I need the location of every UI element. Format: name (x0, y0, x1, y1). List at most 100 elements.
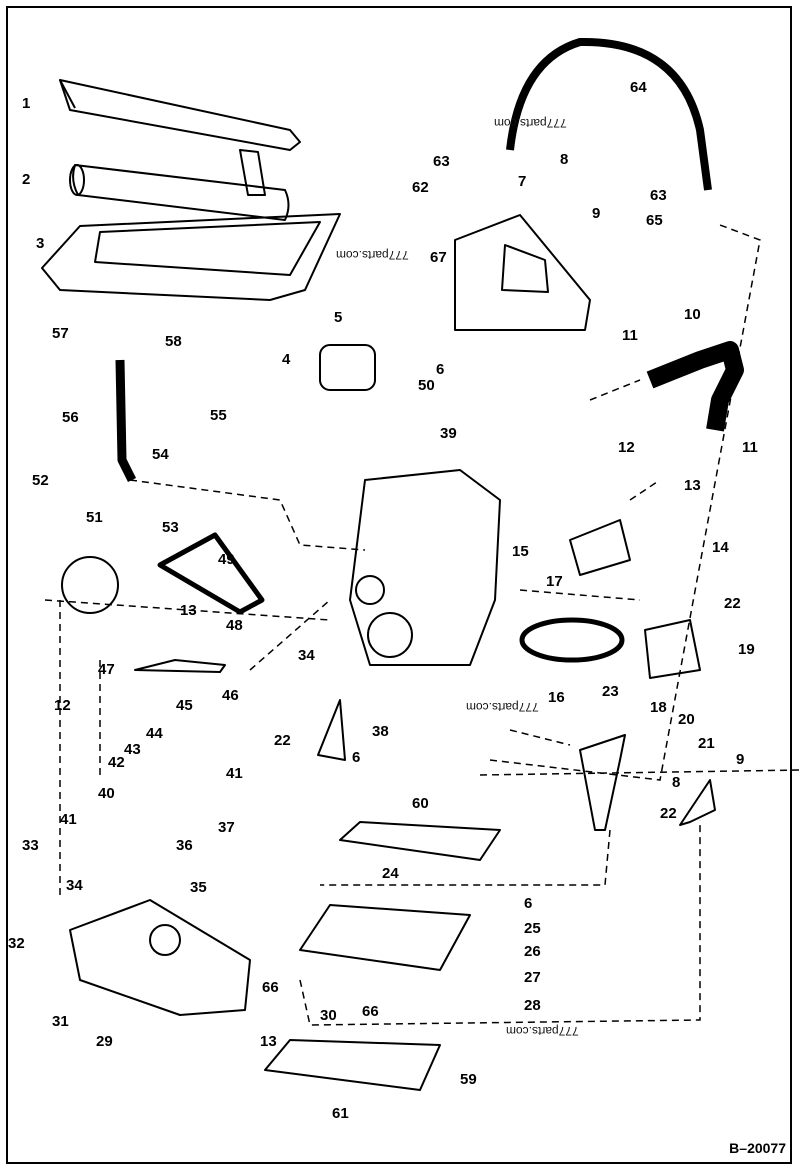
callout-42: 42 (108, 754, 125, 771)
callout-11b: 11 (742, 439, 758, 456)
callout-8b: 8 (672, 774, 681, 791)
part-engine (349, 469, 501, 666)
part-bracket-21 (679, 779, 716, 826)
callout-41a: 41 (226, 765, 243, 782)
callout-14: 14 (712, 539, 729, 556)
callout-23: 23 (602, 683, 619, 700)
callout-27: 27 (524, 969, 541, 986)
callout-57: 57 (52, 325, 69, 342)
callout-63a: 63 (433, 153, 450, 170)
callout-59: 59 (460, 1071, 477, 1088)
part-4 (319, 344, 376, 391)
callout-37: 37 (218, 819, 235, 836)
part-plate-59 (264, 1039, 441, 1091)
watermark: 777parts.com (506, 1024, 579, 1038)
callout-8a: 8 (560, 151, 569, 168)
callout-36: 36 (176, 837, 193, 854)
callout-12a: 12 (618, 439, 635, 456)
part-muffler-tray (41, 213, 341, 301)
callout-66a: 66 (262, 979, 279, 996)
callout-48: 48 (226, 617, 243, 634)
part-bracket-38 (317, 699, 346, 761)
callout-11a: 11 (622, 327, 638, 344)
part-link-47 (134, 659, 226, 673)
callout-21: 21 (698, 735, 715, 752)
callout-20: 20 (678, 711, 695, 728)
callout-49: 49 (218, 551, 235, 568)
callout-61: 61 (332, 1105, 349, 1122)
callout-40: 40 (98, 785, 115, 802)
callout-62: 62 (412, 179, 429, 196)
callout-60: 60 (412, 795, 429, 812)
callout-16: 16 (548, 689, 565, 706)
callout-13a: 13 (684, 477, 701, 494)
callout-13c: 13 (260, 1033, 277, 1050)
callout-6c: 6 (524, 895, 533, 912)
callout-5: 5 (334, 309, 343, 326)
callout-12b: 12 (54, 697, 71, 714)
watermark: 777parts.com (466, 700, 539, 714)
part-bracket-23 (579, 734, 626, 831)
callout-65: 65 (646, 212, 663, 229)
callout-1: 1 (22, 95, 31, 112)
part-alternator (61, 556, 119, 614)
callout-35: 35 (190, 879, 207, 896)
callout-22b: 22 (660, 805, 677, 822)
callout-3: 3 (36, 235, 45, 252)
callout-15: 15 (512, 543, 529, 560)
callout-32: 32 (8, 935, 25, 952)
callout-34a: 34 (298, 647, 315, 664)
callout-25: 25 (524, 920, 541, 937)
part-15 (569, 519, 631, 576)
callout-54: 54 (152, 446, 169, 463)
callout-31: 31 (52, 1013, 69, 1030)
callout-7: 7 (518, 173, 527, 190)
part-exhaust-pipe (115, 359, 137, 483)
callout-52: 52 (32, 472, 49, 489)
part-hose-10 (646, 341, 744, 432)
callout-55: 55 (210, 407, 227, 424)
callout-6a: 6 (436, 361, 445, 378)
callout-38: 38 (372, 723, 389, 740)
callout-19: 19 (738, 641, 755, 658)
callout-18: 18 (650, 699, 667, 716)
part-belt-17 (519, 617, 625, 663)
part-heat-shield (59, 79, 301, 151)
part-housing-35 (69, 899, 251, 1016)
callout-50: 50 (418, 377, 435, 394)
callout-33: 33 (22, 837, 39, 854)
callout-41b: 41 (60, 811, 77, 828)
callout-51: 51 (86, 509, 103, 526)
callout-17: 17 (546, 573, 563, 590)
callout-46: 46 (222, 687, 239, 704)
callout-22a: 22 (724, 595, 741, 612)
part-plate-60 (339, 821, 501, 861)
callout-34b: 34 (66, 877, 83, 894)
callout-58: 58 (165, 333, 182, 350)
callout-9a: 9 (592, 205, 601, 222)
callout-47: 47 (98, 661, 115, 678)
part-muffler (72, 164, 290, 221)
callout-4: 4 (282, 351, 291, 368)
callout-30: 30 (320, 1007, 337, 1024)
part-hose-64 (506, 37, 712, 191)
part-belt-49 (157, 532, 265, 615)
callout-29: 29 (96, 1033, 113, 1050)
callout-43: 43 (124, 741, 141, 758)
callout-13b: 13 (180, 602, 197, 619)
callout-66b: 66 (362, 1003, 379, 1020)
callout-56: 56 (62, 409, 79, 426)
callout-53: 53 (162, 519, 179, 536)
callout-26: 26 (524, 943, 541, 960)
callout-10: 10 (684, 306, 701, 323)
watermark: 777parts.com (494, 116, 567, 130)
callout-22c: 22 (274, 732, 291, 749)
callout-9b: 9 (736, 751, 745, 768)
watermark: 777parts.com (336, 248, 409, 262)
part-19 (644, 619, 701, 679)
callout-6b: 6 (352, 749, 361, 766)
part-bracket-plate (454, 214, 591, 331)
callout-67: 67 (430, 249, 447, 266)
drawing-code: B–20077 (729, 1140, 786, 1156)
